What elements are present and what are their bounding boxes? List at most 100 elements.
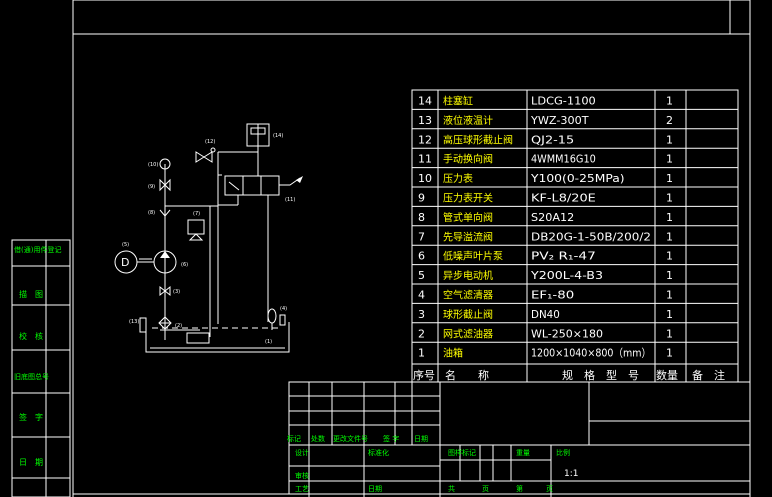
- table-cell-spec: Y200L-4-B3: [530, 269, 603, 282]
- tag-4: (4): [280, 306, 287, 312]
- title-block: 标记 处数 更改文件号 签 字 日期 设计 标准化 图样标记 重量 比例 审核 …: [287, 381, 751, 497]
- table-cell-qty: 1: [666, 153, 673, 166]
- table-cell-no: 11: [418, 153, 432, 166]
- table-cell-spec: PV₂ R₁-47: [531, 250, 596, 263]
- tag-2: (2): [175, 323, 182, 329]
- strip-label-3: 校 核: [19, 331, 43, 341]
- table-cell-qty: 1: [666, 269, 673, 282]
- tag-11: (11): [285, 197, 295, 203]
- table-cell-qty: 1: [666, 308, 673, 321]
- table-cell-no: 8: [418, 211, 425, 224]
- table-cell-name: 高压球形截止阀: [443, 133, 513, 146]
- label-date: 日期: [368, 485, 382, 493]
- table-cell-qty: 1: [666, 172, 673, 185]
- table-cell-spec: 1200×1040×800（mm）: [531, 347, 651, 360]
- table-cell-spec: 4WMM16G10: [531, 153, 596, 166]
- table-cell-name: 先导溢流阀: [443, 230, 493, 243]
- label-no: 第: [516, 484, 523, 493]
- table-cell-no: 12: [418, 133, 432, 146]
- table-cell-no: 7: [418, 230, 425, 243]
- table-cell-spec: EF₁-80: [531, 289, 574, 302]
- tag-13: (13): [129, 319, 139, 325]
- table-cell-name: 油箱: [443, 347, 463, 360]
- table-cell-qty: 1: [666, 211, 673, 224]
- valves: [158, 147, 216, 330]
- table-cell-qty: 1: [666, 192, 673, 205]
- label-standard: 标准化: [368, 448, 389, 457]
- label-review: 审核: [295, 471, 309, 480]
- table-cell-name: 管式单向阀: [443, 211, 493, 224]
- accessories: [139, 308, 286, 333]
- left-binding-strip: 借(通)用件登记 描 图 校 核 旧底图总号 签 字 日 期: [11, 239, 71, 497]
- tag-14: (14): [273, 133, 283, 139]
- label-design: 设计: [295, 448, 309, 457]
- tag-12: (12): [205, 139, 215, 145]
- strip-label-1: 借(通)用件登记: [14, 245, 61, 254]
- header-name: 名 称: [445, 368, 489, 382]
- table-cell-no: 13: [418, 114, 432, 127]
- component-tags: (14) (13) (12) (11) (10) (9) (8) (7) (6)…: [122, 133, 295, 345]
- table-cell-name: 低噪声叶片泵: [443, 250, 503, 263]
- strip-label-2: 描 图: [19, 289, 43, 299]
- table-cell-no: 9: [418, 192, 425, 205]
- table-cell-no: 14: [418, 95, 432, 108]
- table-cell-no: 3: [418, 308, 425, 321]
- label-process: 工艺: [295, 485, 309, 493]
- tag-1: (1): [265, 339, 272, 345]
- table-cell-name: 液位液温计: [443, 114, 493, 127]
- table-cell-name: 压力表: [443, 172, 473, 185]
- table-cell-spec: LDCG-1100: [531, 95, 596, 108]
- label-scale: 比例: [556, 448, 570, 457]
- table-cell-name: 柱塞缸: [443, 95, 473, 108]
- table-cell-qty: 2: [666, 114, 673, 127]
- tag-7: (7): [193, 211, 200, 217]
- label-page1: 页: [482, 485, 489, 493]
- table-cell-no: 2: [418, 327, 425, 340]
- table-cell-no: 6: [418, 250, 425, 263]
- strip-label-4: 旧底图总号: [14, 372, 49, 381]
- header-spec: 规 格 型 号: [562, 368, 639, 382]
- table-cell-qty: 1: [666, 327, 673, 340]
- tag-9: (9): [148, 184, 155, 190]
- label-weight: 重量: [516, 449, 530, 457]
- tag-8: (8): [148, 210, 155, 216]
- table-cell-spec: QJ2-15: [531, 133, 574, 146]
- tag-5: (5): [122, 242, 129, 248]
- table-cell-spec: DN40: [531, 308, 560, 321]
- table-cell-qty: 1: [666, 230, 673, 243]
- hydraulic-schematic: D: [114, 123, 303, 353]
- table-cell-spec: KF-L8/20E: [531, 192, 596, 205]
- table-cell-spec: S20A12: [531, 211, 574, 224]
- table-cell-name: 压力表开关: [443, 192, 493, 205]
- table-cell-name: 手动换向阀: [443, 153, 493, 166]
- pump-motor: D: [114, 250, 177, 274]
- header-no: 序号: [413, 368, 435, 382]
- header-qty: 数量: [656, 369, 678, 382]
- table-cell-qty: 1: [666, 347, 673, 360]
- table-cell-name: 异步电动机: [443, 269, 493, 282]
- sign-docno: 更改文件号: [333, 434, 368, 443]
- label-total: 共: [448, 484, 455, 493]
- oil-tank: [145, 322, 290, 353]
- table-cell-no: 5: [418, 269, 425, 282]
- table-cell-name: 空气滤清器: [443, 289, 493, 302]
- pressure-line: [164, 132, 269, 340]
- table-cell-no: 4: [418, 289, 425, 302]
- header-note: 备 注: [692, 368, 725, 382]
- tag-10: (10): [148, 162, 158, 168]
- table-cell-name: 球形截止阀: [443, 308, 493, 321]
- table-cell-qty: 1: [666, 289, 673, 302]
- table-cell-qty: 1: [666, 95, 673, 108]
- table-cell-qty: 1: [666, 133, 673, 146]
- label-mark: 图样标记: [448, 448, 476, 457]
- scale-value: 1:1: [564, 469, 578, 479]
- table-cell-qty: 1: [666, 250, 673, 263]
- label-page2: 页: [546, 485, 553, 493]
- table-cell-no: 10: [418, 172, 432, 185]
- motor-symbol: D: [121, 256, 129, 269]
- table-cell-spec: YWZ-300T: [530, 114, 589, 127]
- sign-sign: 签 字: [383, 434, 399, 443]
- table-cell-spec: Y100(0-25MPa): [530, 172, 625, 185]
